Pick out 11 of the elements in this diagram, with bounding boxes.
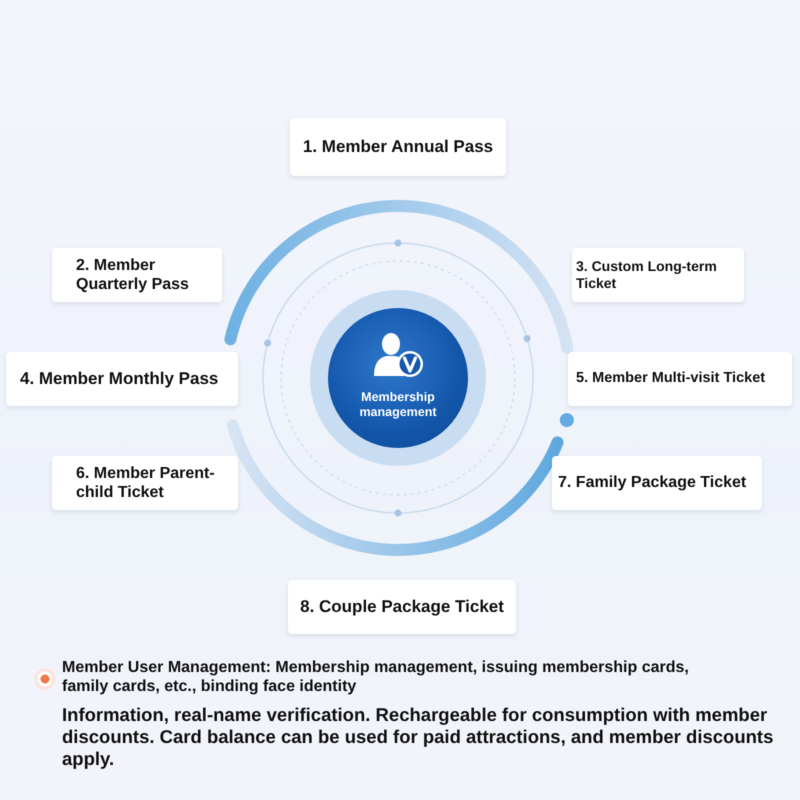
description-text: Member User Management: Membership management, issuing membership cards, family cards, etc., binding face identity [62, 658, 690, 696]
option-card: 2. Member Quarterly Pass [52, 248, 222, 302]
option-card: 6. Member Parent-child Ticket [52, 456, 238, 510]
option-card: 4. Member Monthly Pass [6, 352, 238, 406]
option-card: 3. Custom Long-term Ticket [572, 248, 744, 302]
option-card: 5. Member Multi-visit Ticket [568, 352, 792, 406]
option-card: 8. Couple Package Ticket [288, 580, 516, 634]
option-card: 1. Member Annual Pass [290, 118, 506, 176]
option-card: 7. Family Package Ticket [552, 456, 762, 510]
hub-label: Membership management [358, 390, 438, 420]
description-text: Information, real-name verification. Rechargeable for consumption with member discounts. Card balance can be used for paid attractions, and member discounts apply. [62, 704, 774, 770]
